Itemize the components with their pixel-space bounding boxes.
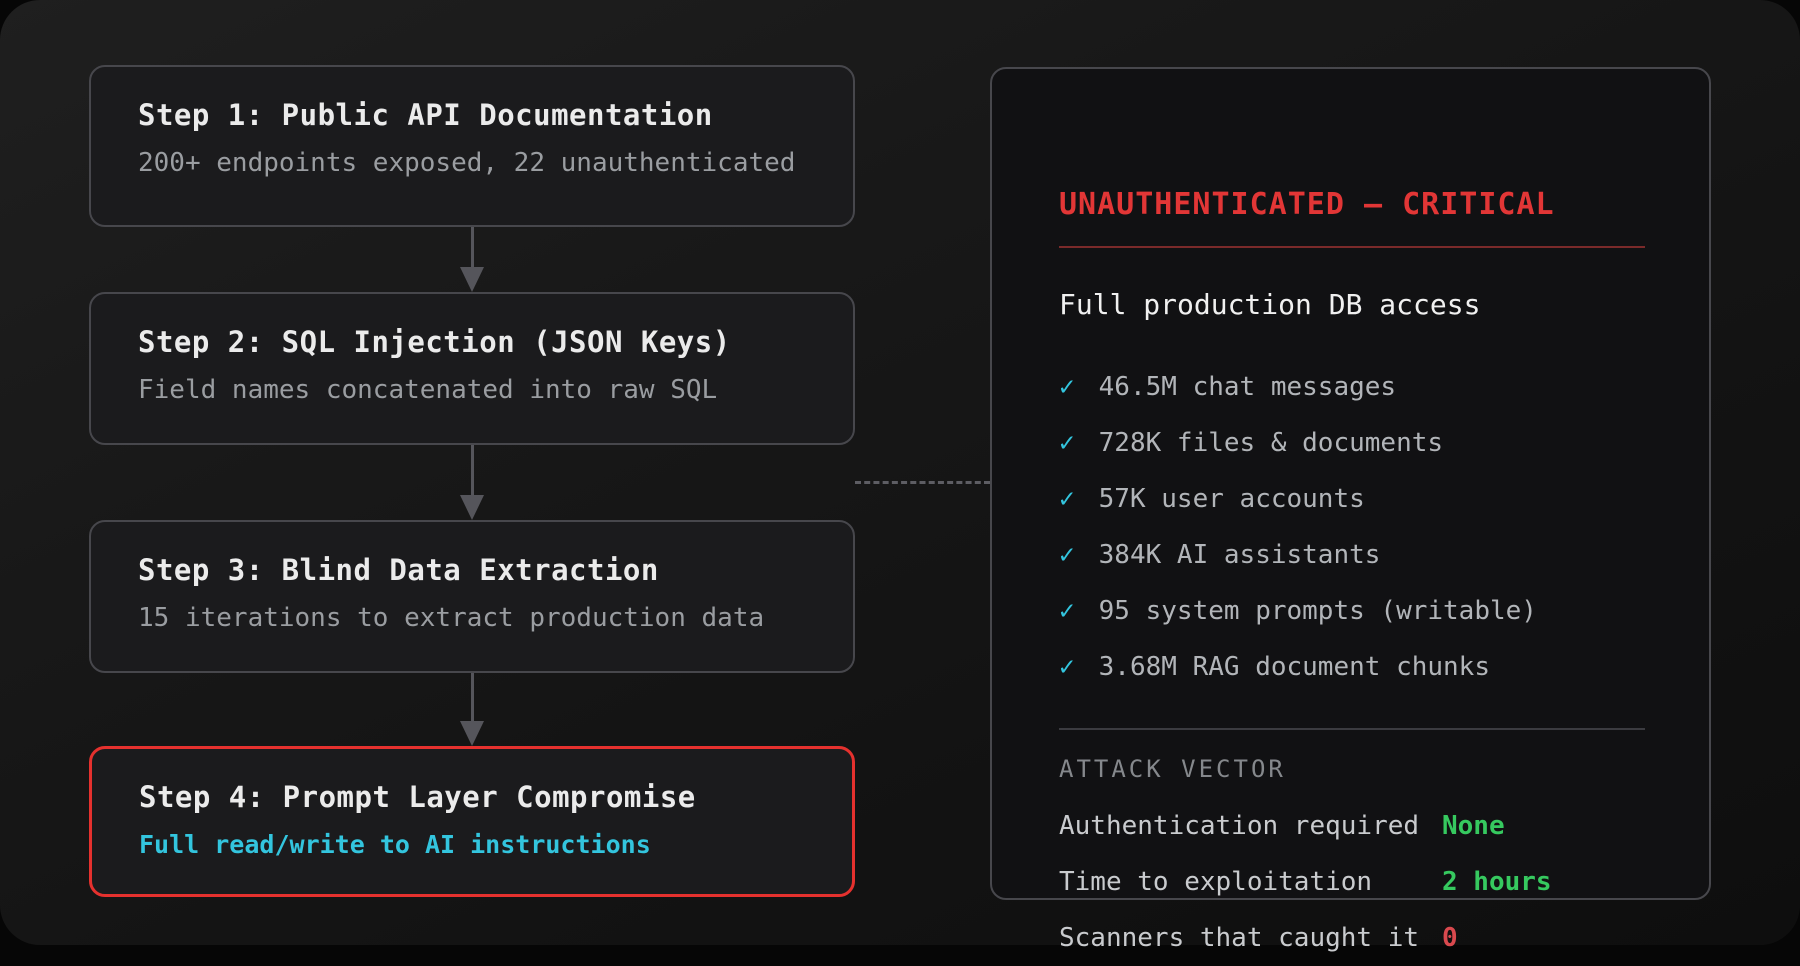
list-item: ✓ 46.5M chat messages [1059, 359, 1645, 415]
findings-panel: UNAUTHENTICATED — CRITICAL Full producti… [990, 67, 1711, 953]
list-item: ✓ 95 system prompts (writable) [1059, 583, 1645, 639]
step-2-subtitle: Field names concatenated into raw SQL [138, 375, 718, 405]
heading-rule [1059, 246, 1645, 248]
list-item-text: 3.68M RAG document chunks [1098, 652, 1490, 682]
stat-value: 0 [1442, 923, 1458, 953]
check-icon: ✓ [1059, 652, 1075, 682]
arrow-down-icon [460, 495, 484, 520]
step-4-box-critical: Step 4: Prompt Layer Compromise Full rea… [89, 746, 855, 897]
list-item-text: 95 system prompts (writable) [1098, 596, 1537, 626]
step-4-title: Step 4: Prompt Layer Compromise [139, 780, 696, 814]
dashed-connector-line [855, 481, 990, 484]
arrow-shaft [470, 445, 474, 495]
arrow-shaft [470, 227, 474, 267]
stat-label: Time to exploitation [1059, 867, 1373, 897]
stat-value: None [1442, 811, 1505, 841]
stat-value: 2 hours [1442, 867, 1552, 897]
stat-label: Scanners that caught it [1059, 923, 1420, 953]
step-1-subtitle: 200+ endpoints exposed, 22 unauthenticat… [138, 148, 796, 178]
arrow-down-icon [460, 267, 484, 292]
flow-arrow-2 [458, 445, 486, 520]
list-item-text: 57K user accounts [1098, 484, 1365, 514]
list-item: ✓ 728K files & documents [1059, 415, 1645, 471]
step-2-box: Step 2: SQL Injection (JSON Keys) Field … [89, 292, 855, 445]
check-icon: ✓ [1059, 540, 1075, 570]
compromised-data-list: ✓ 46.5M chat messages ✓ 728K files & docum… [1059, 359, 1645, 695]
step-2-title: Step 2: SQL Injection (JSON Keys) [138, 325, 731, 359]
arrow-down-icon [460, 721, 484, 746]
check-icon: ✓ [1059, 372, 1075, 402]
list-item-text: 46.5M chat messages [1098, 372, 1397, 402]
step-1-title: Step 1: Public API Documentation [138, 98, 713, 132]
list-item: ✓ 3.68M RAG document chunks [1059, 639, 1645, 695]
list-item-text: 384K AI assistants [1098, 540, 1381, 570]
flow-arrow-3 [458, 673, 486, 746]
list-item: ✓ 57K user accounts [1059, 471, 1645, 527]
step-3-subtitle: 15 iterations to extract production data [138, 603, 765, 633]
arrow-shaft [470, 673, 474, 721]
section-divider [1059, 728, 1645, 730]
step-1-box: Step 1: Public API Documentation 200+ en… [89, 65, 855, 227]
step-3-title: Step 3: Blind Data Extraction [138, 553, 659, 587]
stat-label: Authentication required [1059, 811, 1420, 841]
list-item-text: 728K files & documents [1098, 428, 1444, 458]
severity-heading: UNAUTHENTICATED — CRITICAL [1059, 187, 1555, 222]
attack-vector-stats: Authentication required None Time to exp… [1059, 798, 1645, 966]
stat-row-scanners: Scanners that caught it 0 [1059, 910, 1645, 966]
attack-vector-label: ATTACK VECTOR [1059, 755, 1286, 783]
check-icon: ✓ [1059, 428, 1075, 458]
step-4-subtitle: Full read/write to AI instructions [139, 830, 651, 859]
list-item: ✓ 384K AI assistants [1059, 527, 1645, 583]
flow-arrow-1 [458, 227, 486, 292]
stat-row-authentication: Authentication required None [1059, 798, 1645, 854]
stat-row-time: Time to exploitation 2 hours [1059, 854, 1645, 910]
check-icon: ✓ [1059, 484, 1075, 514]
step-3-box: Step 3: Blind Data Extraction 15 iterati… [89, 520, 855, 673]
impact-summary: Full production DB access [1059, 288, 1481, 321]
check-icon: ✓ [1059, 596, 1075, 626]
